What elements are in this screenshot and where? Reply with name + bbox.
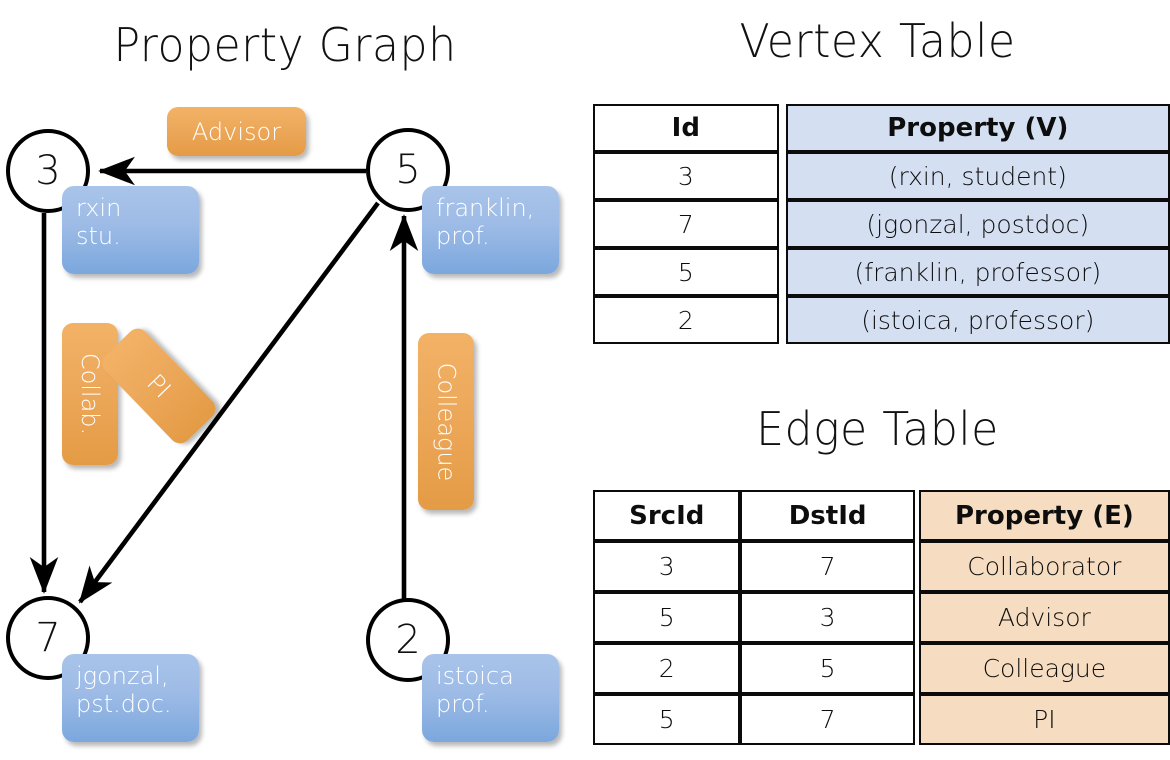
vertex-table: Id Property (V) 3 (rxin, student) 7 (jgo… [593,104,1170,344]
edge-property-cell: PI [918,694,1170,745]
graph-edges-svg [29,156,419,604]
table-row[interactable]: 3 (rxin, student) [593,152,1170,200]
edge-dstid-cell: 3 [740,592,915,643]
vertex-table-header-id: Id [593,104,779,152]
table-row[interactable]: 7 (jgonzal, postdoc) [593,200,1170,248]
vertex-table-title: Vertex Table [739,14,1016,68]
edge-label-text: Advisor [191,117,282,146]
edge-label-text: Collab. [76,352,105,436]
column-gap [779,200,786,248]
table-row[interactable]: 5 3 Advisor [593,592,1170,643]
vertex-property-cell: (franklin, professor) [785,248,1170,296]
edge-table: SrcId DstId Property (E) 3 7 Collaborato… [593,490,1170,745]
vertex-property-line: istoica [436,662,514,690]
table-row[interactable]: 2 (istoica, professor) [593,296,1170,344]
vertex-id-cell: 3 [593,152,779,200]
vertex-id-cell: 2 [593,296,779,344]
table-header-row: SrcId DstId Property (E) [593,490,1170,541]
vertex-property-cell: (istoica, professor) [785,296,1170,344]
table-row[interactable]: 3 7 Collaborator [593,541,1170,592]
column-gap [779,152,786,200]
vertex-property-cell: (rxin, student) [785,152,1170,200]
edge-5-to-7-pi [78,201,380,604]
property-graph-diagram: 3 5 7 2 rxin stu. franklin, prof. jgonza… [0,0,580,760]
edge-label-text: PI [141,368,177,404]
table-row[interactable]: 5 (franklin, professor) [593,248,1170,296]
edge-dstid-cell: 5 [740,643,915,694]
vertex-property-line: prof. [436,222,490,251]
column-gap [779,248,786,296]
page-title-property-graph: Property Graph [113,18,457,72]
vertex-property-box-7: jgonzal, pst.doc. [62,654,199,742]
table-header-row: Id Property (V) [593,104,1170,152]
edge-property-cell: Colleague [918,643,1170,694]
edge-srcid-cell: 3 [593,541,741,592]
vertex-property-box-3: rxin stu. [62,186,199,274]
edge-table-header-srcid: SrcId [593,490,741,541]
vertex-id-cell: 5 [593,248,779,296]
table-row[interactable]: 5 7 PI [593,694,1170,745]
edge-label-text: Colleague [432,362,461,481]
edge-table-header-property: Property (E) [918,490,1170,541]
edge-label-advisor: Advisor [167,107,306,156]
column-gap [779,104,786,152]
edge-label-collaborator: Collab. [62,323,118,465]
vertex-property-cell: (jgonzal, postdoc) [785,200,1170,248]
edge-srcid-cell: 2 [593,643,741,694]
vertex-property-line: stu. [76,222,121,251]
vertex-property-line: prof. [436,690,490,719]
vertex-property-box-2: istoica prof. [422,654,559,742]
graph-node-5[interactable]: 5 [366,128,450,212]
edge-srcid-cell: 5 [593,592,741,643]
vertex-property-line: rxin [76,194,122,222]
edge-table-title: Edge Table [756,402,999,456]
graph-node-2[interactable]: 2 [366,598,450,682]
vertex-property-line: pst.doc. [76,690,172,719]
vertex-property-box-5: franklin, prof. [422,186,559,274]
edge-property-cell: Advisor [918,592,1170,643]
edge-label-colleague: Colleague [418,333,474,510]
column-gap [779,296,786,344]
edge-dstid-cell: 7 [740,694,915,745]
table-row[interactable]: 2 5 Colleague [593,643,1170,694]
edge-table-header-dstid: DstId [740,490,915,541]
vertex-property-line: jgonzal, [76,662,169,690]
vertex-id-cell: 7 [593,200,779,248]
edge-property-cell: Collaborator [918,541,1170,592]
vertex-property-line: franklin, [436,194,535,222]
edge-dstid-cell: 7 [740,541,915,592]
vertex-table-header-property: Property (V) [785,104,1170,152]
edge-srcid-cell: 5 [593,694,741,745]
